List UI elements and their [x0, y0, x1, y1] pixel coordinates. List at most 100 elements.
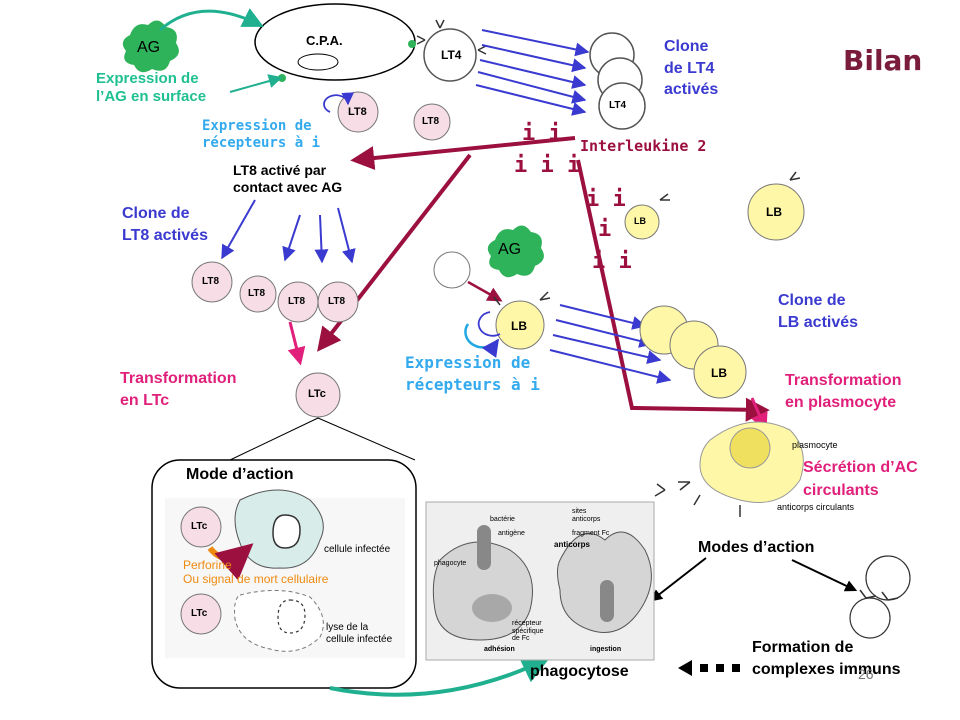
phago-antigene: antigène [498, 530, 525, 537]
transformation-ltc-label: Transformation en LTc [120, 368, 236, 411]
lyse-label: lyse de la cellule infectée [326, 622, 392, 646]
plasmocyte-cell [654, 421, 804, 517]
ltc-box-label-2: LTc [191, 608, 208, 619]
lt8-cell-label-top: LT8 [348, 106, 367, 118]
arrow-lt8-to-ltc [287, 321, 306, 366]
mode-action-label: Mode d’action [186, 466, 294, 483]
perforine-line1: Perforine [183, 558, 232, 572]
phago-recepteur-line1: récepteur [512, 620, 542, 627]
modes-action-label: Modes d’action [698, 539, 815, 556]
lt8-clone-cells [191, 261, 359, 323]
phagocytose-panel [425, 501, 655, 661]
arrow-ag-to-cpa [159, 8, 264, 32]
clone-lb-line1: Clone de [778, 292, 846, 309]
interleukin-symbols-a: i i [522, 121, 562, 146]
phago-ingestion: ingestion [590, 646, 622, 653]
arrows-lt8-clones [221, 199, 356, 264]
lt4-clone-cells [589, 32, 646, 130]
arrow-box-to-phagocytose [329, 656, 551, 697]
cellule-infectee-label: cellule infectée [324, 544, 391, 555]
clone-lt8-line1: Clone de [122, 205, 190, 222]
secretion-ac-line1: Sécrétion d’AC [803, 459, 918, 476]
expression-ag-label: Expression de l’AG en surface [96, 70, 206, 106]
page-title: Bilan [843, 44, 923, 77]
lyse-line2: cellule infectée [326, 634, 393, 645]
phago-phagocyte: phagocyte [434, 560, 467, 567]
anticorps-circulants-label: anticorps circulants [777, 502, 855, 512]
secretion-ac-label: Sécrétion d’AC circulants [803, 456, 918, 502]
lt8-clone-label-3: LT8 [288, 296, 306, 307]
antigen-blob-top [122, 20, 179, 73]
transformation-plasmocyte-line2: en plasmocyte [785, 393, 897, 411]
interleukin-symbols-e: i i [592, 249, 632, 274]
receptor-expression-arrow [323, 92, 354, 113]
lt8-cell-label-top2: LT8 [422, 116, 440, 127]
page-number: 26 [858, 666, 874, 682]
lt8-clone-label-2: LT8 [248, 288, 266, 299]
lt8-active-line2: contact avec AG [233, 178, 343, 195]
formation-complexes-line1: Formation de [752, 639, 854, 656]
expression-recepteurs-lb-line2: récepteurs à i [405, 375, 540, 395]
secretion-ac-line2: circulants [803, 482, 879, 500]
phago-sites: sites [572, 508, 587, 515]
phago-anticorps-small: anticorps [572, 516, 601, 523]
phago-bacterie: bactérie [490, 516, 515, 523]
interleukin-symbols-b: i i i [514, 153, 580, 178]
arrow-expression-to-cpa [229, 74, 283, 93]
ag-label-top: AG [137, 39, 161, 56]
interleukin-symbols-c: i i [586, 187, 626, 212]
lt8-active-line1: LT8 activé par [233, 162, 327, 178]
ag-label-center: AG [498, 241, 522, 258]
lt4-cell-label: LT4 [441, 48, 462, 62]
arrow-modes-left [650, 557, 707, 602]
lb-clone-cells [639, 305, 747, 399]
expression-recepteurs-lt8-line2: récepteurs à i [202, 134, 321, 151]
ltc-cell [295, 372, 341, 418]
phago-recepteur-line2: spécifique [512, 627, 544, 635]
interleukin-symbols-d: i [598, 217, 611, 242]
lb-small-label: LB [634, 216, 646, 226]
transformation-plasmocyte-label: Transformation en plasmocyte [785, 370, 901, 413]
phago-recepteur-line3: de Fc [512, 635, 530, 643]
lb-clone-label: LB [711, 366, 727, 380]
cpa-cell [254, 3, 416, 82]
formation-complexes-label: Formation de complexes immuns [752, 637, 901, 682]
phagocytose-label: phagocytose [530, 663, 629, 680]
lb-large-label: LB [766, 205, 782, 219]
clone-lt4-line2: de LT4 [664, 59, 715, 77]
lb-center-label: LB [511, 319, 527, 333]
lyse-line1: lyse de la [326, 622, 369, 633]
lb-cells-top [624, 171, 805, 241]
formation-complexes-line2: complexes immuns [752, 661, 901, 679]
clone-lt4-line1: Clone [664, 38, 709, 55]
plasmocyte-small-label: plasmocyte [792, 440, 838, 450]
transformation-ltc-line1: Transformation [120, 370, 237, 387]
expression-recepteurs-lb-line1: Expression de [405, 353, 531, 372]
lt8-clone-label-1: LT8 [202, 276, 220, 287]
immune-complexes [849, 555, 911, 639]
expression-recepteurs-lt8-label: Expression de récepteurs à i [202, 118, 320, 152]
interleukine-label: Interleukine 2 [580, 137, 707, 155]
phago-anticorps: anticorps [554, 540, 591, 549]
phago-fragment: fragment Fc [572, 530, 610, 537]
mode-action-box [151, 417, 417, 689]
expression-recepteurs-lt8-line1: Expression de [202, 118, 312, 134]
lt4-cell [416, 19, 487, 82]
lt8-active-label: LT8 activé par contact avec AG [233, 162, 342, 196]
clone-lb-line2: LB activés [778, 313, 859, 331]
ltc-cell-label: LTc [308, 388, 326, 400]
perforine-line2: Ou signal de mort cellulaire [183, 572, 329, 587]
cpa-label: C.P.A. [306, 33, 343, 48]
transformation-ltc-line2: en LTc [120, 391, 170, 409]
lt4-clone-label: LT4 [609, 100, 627, 111]
expression-ag-line1: Expression de [96, 70, 199, 87]
clone-lb-label: Clone de LB activés [778, 290, 858, 333]
arrows-lt4-clones [475, 29, 590, 116]
arrows-lb-clones [549, 304, 672, 384]
expression-recepteurs-lb-label: Expression de récepteurs à i [405, 352, 540, 397]
transformation-plasmocyte-line1: Transformation [785, 372, 902, 389]
lt8-clone-label-4: LT8 [328, 296, 346, 307]
perforine-label: Perforine Ou signal de mort cellulaire [183, 558, 328, 587]
ltc-box-label-1: LTc [191, 521, 208, 532]
